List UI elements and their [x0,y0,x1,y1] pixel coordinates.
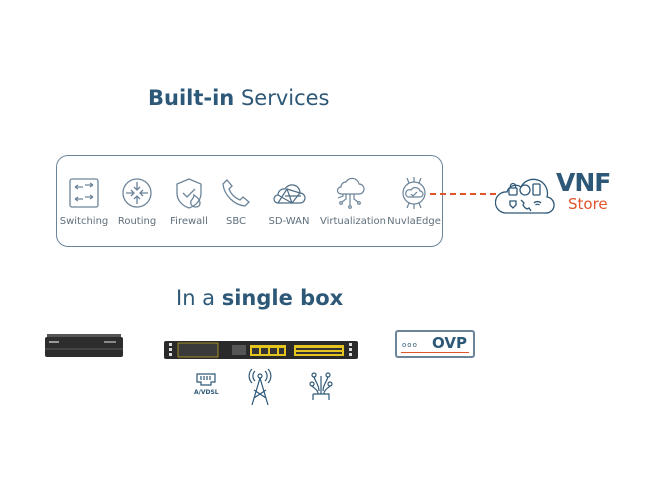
vnf-store-title: VNF [556,168,611,197]
service-sd-wan: SD-WAN [259,176,319,227]
ovp-label: OVP [432,334,467,352]
ethernet-port-icon [196,373,216,386]
service-label: SBC [225,216,246,227]
service-label: Firewall [170,216,208,227]
service-routing: Routing [107,176,167,227]
router-icon [122,178,152,208]
service-nuvlaedge: NuvlaEdge [384,176,444,227]
desktop-appliance-image [45,334,123,357]
subtitle: In a single box [176,286,344,310]
service-switching: Switching [54,176,114,227]
edge-cloud-icon [402,177,426,209]
vnf-store-cloud-icon [495,178,555,214]
mesh-cloud-icon [273,184,306,204]
ovp-dots: ooo [402,341,418,349]
service-label: Routing [117,216,157,227]
ovp-badge: ooo OVP [395,330,475,358]
rack-appliance-image [164,341,358,359]
firewall-icon [176,178,202,209]
service-label: NuvlaEdge [387,216,441,227]
fiber-optic-icon [309,372,333,400]
phone-icon [222,179,250,207]
cell-tower-icon [248,368,272,406]
ovp-underline [401,352,469,353]
title: Built-in Services [148,86,330,110]
connector-line [430,193,496,195]
service-label: Virtualization [320,216,386,227]
service-label: Switching [59,216,109,227]
dsl-label: A/VDSL [194,389,219,396]
switch-icon [69,178,99,208]
vnf-store-subtitle: Store [568,195,608,213]
service-sbc: SBC [206,176,266,227]
service-virtualization: Virtualization [320,176,386,227]
service-firewall: Firewall [159,176,219,227]
cloud-circuit-icon [336,177,365,209]
services-box [56,155,443,247]
service-label: SD-WAN [268,216,310,227]
